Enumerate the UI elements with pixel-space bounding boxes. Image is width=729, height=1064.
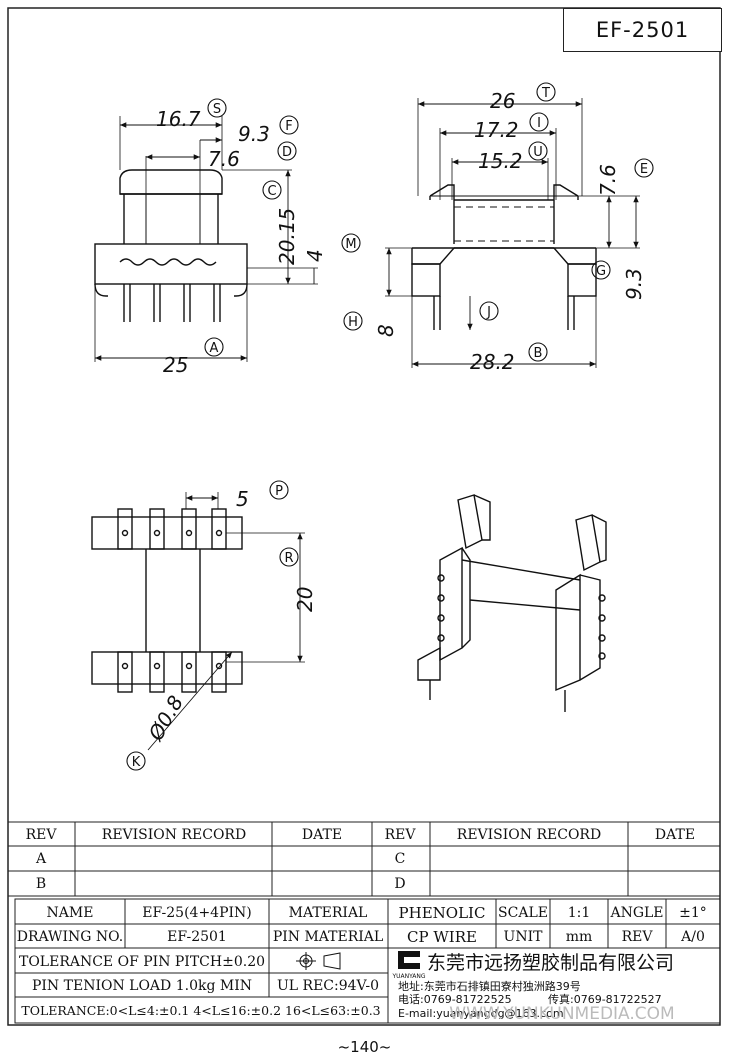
title-block bbox=[14, 898, 721, 1024]
dim-20: 20 bbox=[293, 587, 317, 612]
unit-label: UNIT bbox=[504, 929, 544, 945]
callout-r: R bbox=[284, 551, 293, 566]
company-address: 地址:东莞市石排镇田寮村独洲路39号 bbox=[398, 979, 581, 993]
callout-k: K bbox=[132, 755, 141, 770]
callout-letters: S F D C A T I U E G M H J B P R K bbox=[132, 86, 648, 770]
dim-16-7: 16.7 bbox=[156, 107, 201, 131]
company-logo: YUANYANG bbox=[391, 951, 426, 980]
bottom-view bbox=[91, 492, 305, 751]
callout-s: S bbox=[213, 102, 221, 117]
callout-d: D bbox=[282, 145, 292, 160]
angle-label: ANGLE bbox=[609, 905, 663, 921]
callout-t: T bbox=[541, 86, 550, 101]
tolerance-note: TOLERANCE:0<L≤4:±0.1 4<L≤16:±0.2 16<L≤63… bbox=[21, 1003, 380, 1018]
isometric-view bbox=[417, 494, 607, 712]
rev-label: REV bbox=[622, 929, 654, 945]
ul-rec: UL REC:94V-0 bbox=[277, 978, 379, 994]
unit-value: mm bbox=[566, 929, 593, 945]
callout-e: E bbox=[640, 162, 648, 177]
drawing-code: EF-2501 bbox=[595, 18, 690, 42]
dim-7-6-side: 7.6 bbox=[596, 164, 620, 196]
angle-value: ±1° bbox=[679, 905, 707, 921]
callout-a: A bbox=[210, 341, 219, 356]
dim-15-2: 15.2 bbox=[478, 149, 523, 173]
material-value: PHENOLIC bbox=[399, 904, 486, 922]
revision-record-header-right: REVISION RECORD bbox=[457, 827, 601, 843]
drawing-no-value: EF-2501 bbox=[167, 929, 227, 945]
company-name: 东莞市远扬塑胶制品有限公司 bbox=[427, 952, 674, 974]
company-phone: 电话:0769-81722525 bbox=[398, 993, 512, 1006]
callout-bubbles bbox=[126, 82, 654, 771]
drawing-no-label: DRAWING NO. bbox=[17, 929, 123, 945]
rev-row-b: B bbox=[36, 876, 46, 892]
drawing-code-box: EF-2501 bbox=[563, 8, 722, 52]
company-fax: 传真:0769-81722527 bbox=[548, 992, 662, 1006]
date-header-right: DATE bbox=[655, 827, 695, 843]
dim-5: 5 bbox=[236, 487, 249, 511]
pin-pitch-tolerance: TOLERANCE OF PIN PITCH±0.20 bbox=[19, 954, 265, 970]
side-view bbox=[385, 98, 640, 368]
dim-9-3-side: 9.3 bbox=[622, 268, 646, 300]
dim-25: 25 bbox=[163, 353, 188, 377]
pin-tension-load: PIN TENION LOAD 1.0kg MIN bbox=[32, 978, 252, 994]
rev-header-left: REV bbox=[26, 827, 58, 843]
dimension-labels: 16.7 9.3 7.6 20.15 4 25 26 17.2 15.2 7.6… bbox=[143, 89, 646, 745]
dim-17-2: 17.2 bbox=[474, 118, 519, 142]
rev-row-d: D bbox=[394, 876, 405, 892]
callout-h: H bbox=[348, 315, 358, 330]
callout-c: C bbox=[267, 184, 276, 199]
revision-table bbox=[7, 821, 721, 897]
pin-material-value: CP WIRE bbox=[407, 928, 477, 946]
callout-m: M bbox=[345, 237, 356, 252]
callout-j: J bbox=[486, 305, 491, 320]
dim-diameter-0-8: Ø0.8 bbox=[143, 691, 188, 745]
watermark: WWW.YUNKUNMEDIA.COM bbox=[449, 1004, 674, 1024]
rev-row-c: C bbox=[395, 851, 406, 867]
callout-i: I bbox=[537, 116, 541, 131]
dim-26: 26 bbox=[490, 89, 515, 113]
rev-row-a: A bbox=[35, 851, 47, 867]
front-view bbox=[94, 116, 318, 362]
rev-header-right: REV bbox=[385, 827, 417, 843]
revision-record-header-left: REVISION RECORD bbox=[102, 827, 246, 843]
scale-label: SCALE bbox=[498, 905, 548, 921]
callout-b: B bbox=[534, 346, 543, 361]
rev-value: A/0 bbox=[680, 929, 705, 945]
callout-u: U bbox=[533, 145, 543, 160]
callout-p: P bbox=[275, 484, 283, 499]
revision-table-text: REV REVISION RECORD DATE REV REVISION RE… bbox=[26, 827, 696, 892]
name-value: EF-25(4+4PIN) bbox=[142, 905, 252, 921]
logo-text: YUANYANG bbox=[391, 973, 425, 980]
date-header-left: DATE bbox=[302, 827, 342, 843]
projection-symbol bbox=[296, 952, 341, 970]
company-info: 东莞市远扬塑胶制品有限公司 地址:东莞市石排镇田寮村独洲路39号 电话:0769… bbox=[398, 952, 675, 1024]
scale-value: 1:1 bbox=[568, 905, 591, 921]
dim-8: 8 bbox=[374, 324, 398, 337]
sheet-border bbox=[7, 7, 721, 1026]
callout-f: F bbox=[285, 119, 292, 134]
callout-g: G bbox=[596, 264, 606, 279]
dim-7-6-front: 7.6 bbox=[208, 147, 240, 171]
title-block-text: NAME EF-25(4+4PIN) MATERIAL PHENOLIC SCA… bbox=[17, 904, 707, 1018]
pin-material-label: PIN MATERIAL bbox=[273, 929, 383, 945]
dim-28-2: 28.2 bbox=[470, 350, 515, 374]
company-email: E-mail:yuanyangdg@163.com bbox=[398, 1007, 564, 1020]
material-label: MATERIAL bbox=[289, 905, 368, 921]
dim-4: 4 bbox=[303, 249, 327, 262]
name-label: NAME bbox=[47, 905, 94, 921]
dim-20-15: 20.15 bbox=[275, 208, 299, 265]
page-number: ~140~ bbox=[337, 1038, 392, 1056]
dim-9-3-front: 9.3 bbox=[238, 122, 270, 146]
